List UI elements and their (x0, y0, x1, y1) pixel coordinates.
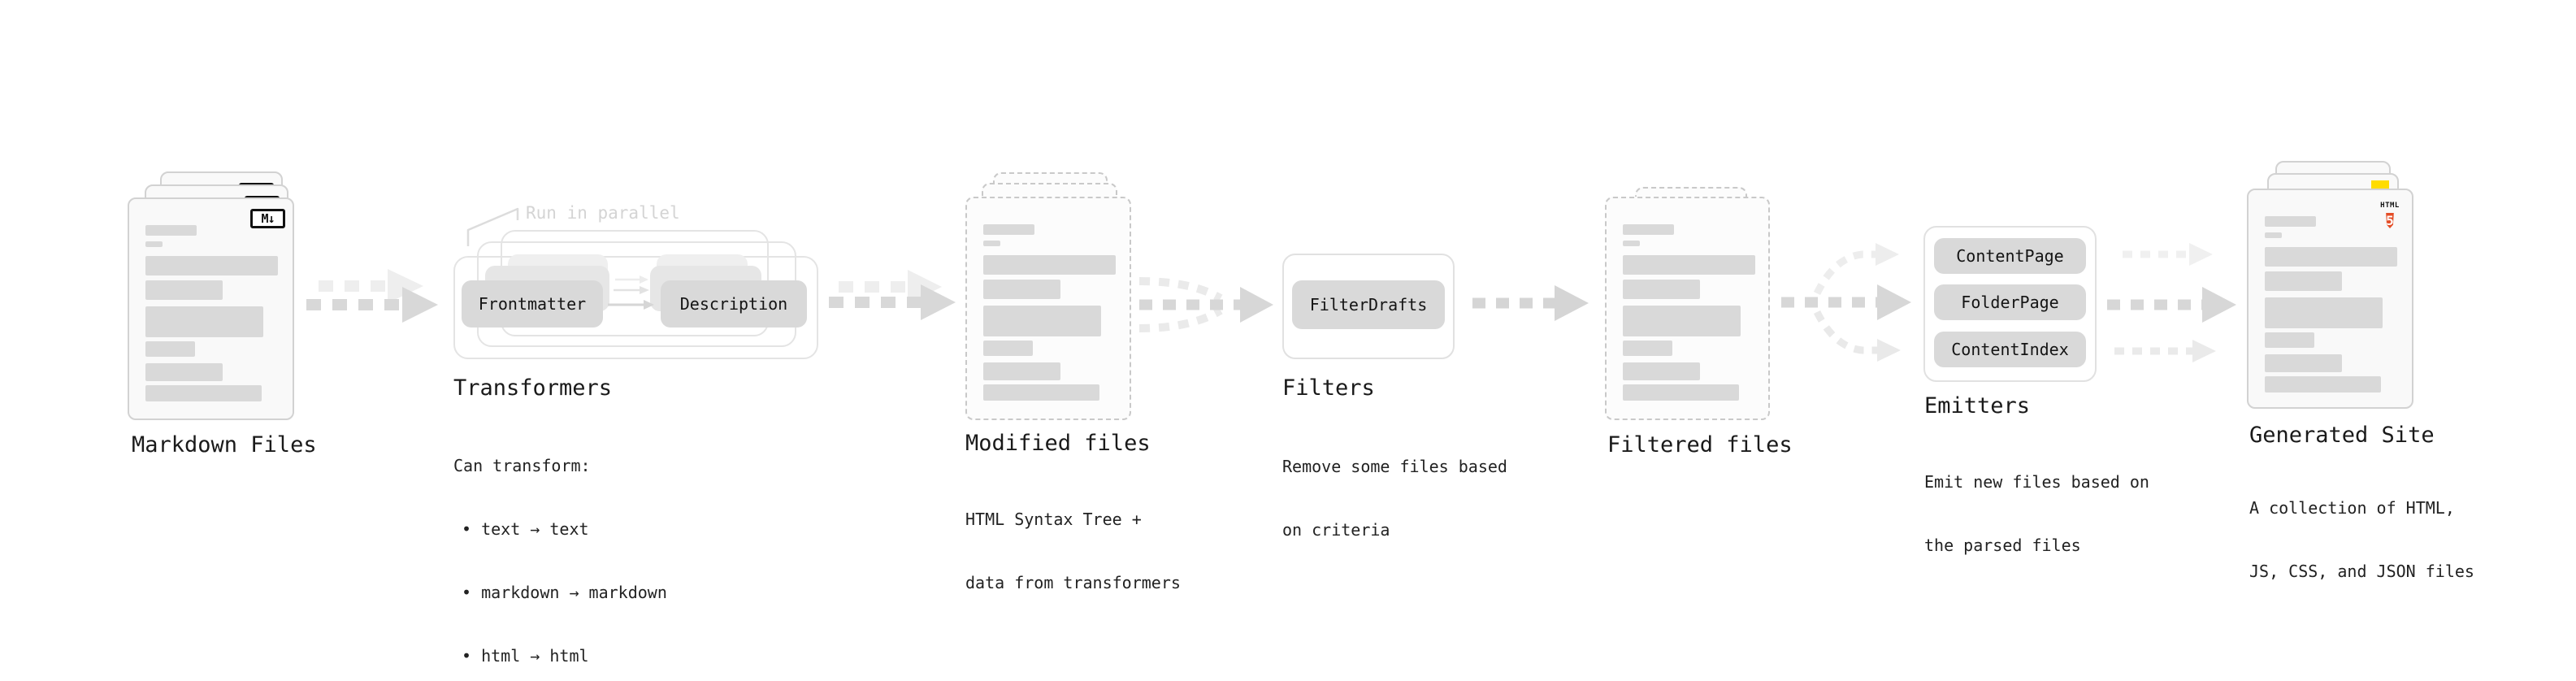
placeholder-line (145, 280, 223, 300)
placeholder-line (2265, 271, 2342, 291)
html5-icon: HTML 5 (2378, 195, 2402, 232)
folderpage-box: FolderPage (1934, 284, 2086, 320)
transformers-desc: Can transform: • text → text • markdown … (453, 413, 667, 681)
placeholder-line (2265, 232, 2282, 238)
frontmatter-box: Frontmatter (462, 280, 603, 327)
modified-doc-front (965, 197, 1131, 420)
placeholder-line (1623, 362, 1700, 380)
placeholder-line (2265, 332, 2314, 348)
run-in-parallel-label: Run in parallel (526, 203, 680, 223)
filtered-doc-front (1605, 197, 1770, 420)
transformer-layer-front (453, 256, 818, 359)
desc-line: Emit new files based on (1924, 472, 2149, 492)
arrow-markdown-to-transformers (306, 269, 438, 323)
placeholder-line (2265, 216, 2316, 227)
modified-files-desc: HTML Syntax Tree + data from transformer… (965, 466, 1181, 635)
placeholder-line (983, 340, 1033, 356)
placeholder-line (145, 363, 223, 381)
placeholder-line (145, 225, 197, 236)
generated-site-desc: A collection of HTML, JS, CSS, and JSON … (2249, 455, 2474, 624)
description-box: Description (661, 280, 807, 327)
placeholder-line (983, 306, 1101, 336)
html5-icon-label: HTML (2380, 202, 2400, 210)
placeholder-line (983, 384, 1099, 401)
desc-line: • html → html (462, 646, 589, 666)
placeholder-line (1623, 306, 1741, 336)
placeholder-line (145, 385, 262, 401)
arrow-modified-to-filters (1138, 277, 1273, 332)
placeholder-line (2265, 297, 2383, 328)
markdown-files-title: Markdown Files (132, 432, 317, 458)
desc-line: Remove some files based (1282, 457, 1507, 476)
placeholder-line (2265, 376, 2381, 393)
markdown-icon: M↓ (250, 209, 285, 228)
arrow-filtered-to-emitters (1781, 243, 1911, 362)
placeholder-line (983, 280, 1060, 299)
filtered-files-title: Filtered files (1607, 432, 1793, 458)
arrow-emitters-to-generated (2107, 243, 2236, 362)
desc-line: the parsed files (1924, 536, 2081, 555)
placeholder-line (145, 306, 263, 337)
filters-desc: Remove some files based on criteria (1282, 414, 1507, 583)
desc-line: • markdown → markdown (462, 583, 667, 602)
placeholder-line (983, 255, 1116, 275)
placeholder-line (983, 241, 1000, 246)
filterdrafts-box: FilterDrafts (1292, 280, 1445, 329)
emitters-desc: Emit new files based on the parsed files (1924, 429, 2149, 598)
markdown-doc-front: M↓ (128, 197, 294, 420)
placeholder-line (983, 224, 1034, 235)
placeholder-line (1623, 384, 1739, 401)
placeholder-line (1623, 224, 1674, 235)
placeholder-line (145, 241, 163, 247)
filters-title: Filters (1282, 375, 1375, 401)
contentpage-box: ContentPage (1934, 238, 2086, 274)
emitters-title: Emitters (1924, 393, 2031, 419)
desc-line: on criteria (1282, 520, 1390, 540)
placeholder-line (145, 341, 195, 357)
generated-doc-front: HTML 5 (2247, 189, 2413, 409)
generated-site-title: Generated Site (2249, 423, 2435, 448)
desc-line: JS, CSS, and JSON files (2249, 562, 2474, 581)
desc-line: • text → text (462, 519, 589, 539)
transformers-title: Transformers (453, 375, 613, 401)
desc-line: data from transformers (965, 573, 1181, 592)
placeholder-line (983, 362, 1060, 380)
contentindex-box: ContentIndex (1934, 332, 2086, 367)
desc-line: Can transform: (453, 456, 591, 475)
placeholder-line (2265, 354, 2342, 372)
placeholder-line (1623, 241, 1640, 246)
placeholder-line (145, 256, 278, 275)
placeholder-line (1623, 255, 1755, 275)
desc-line: HTML Syntax Tree + (965, 510, 1142, 529)
html5-icon-shield: 5 (2386, 213, 2394, 228)
placeholder-line (1623, 340, 1672, 356)
js-icon (2371, 180, 2389, 190)
arrow-transformers-to-modified (829, 270, 956, 320)
desc-line: A collection of HTML, (2249, 498, 2455, 518)
placeholder-line (1623, 280, 1700, 299)
modified-files-title: Modified files (965, 431, 1151, 456)
arrow-filters-to-filtered (1472, 285, 1589, 321)
placeholder-line (2265, 247, 2397, 267)
